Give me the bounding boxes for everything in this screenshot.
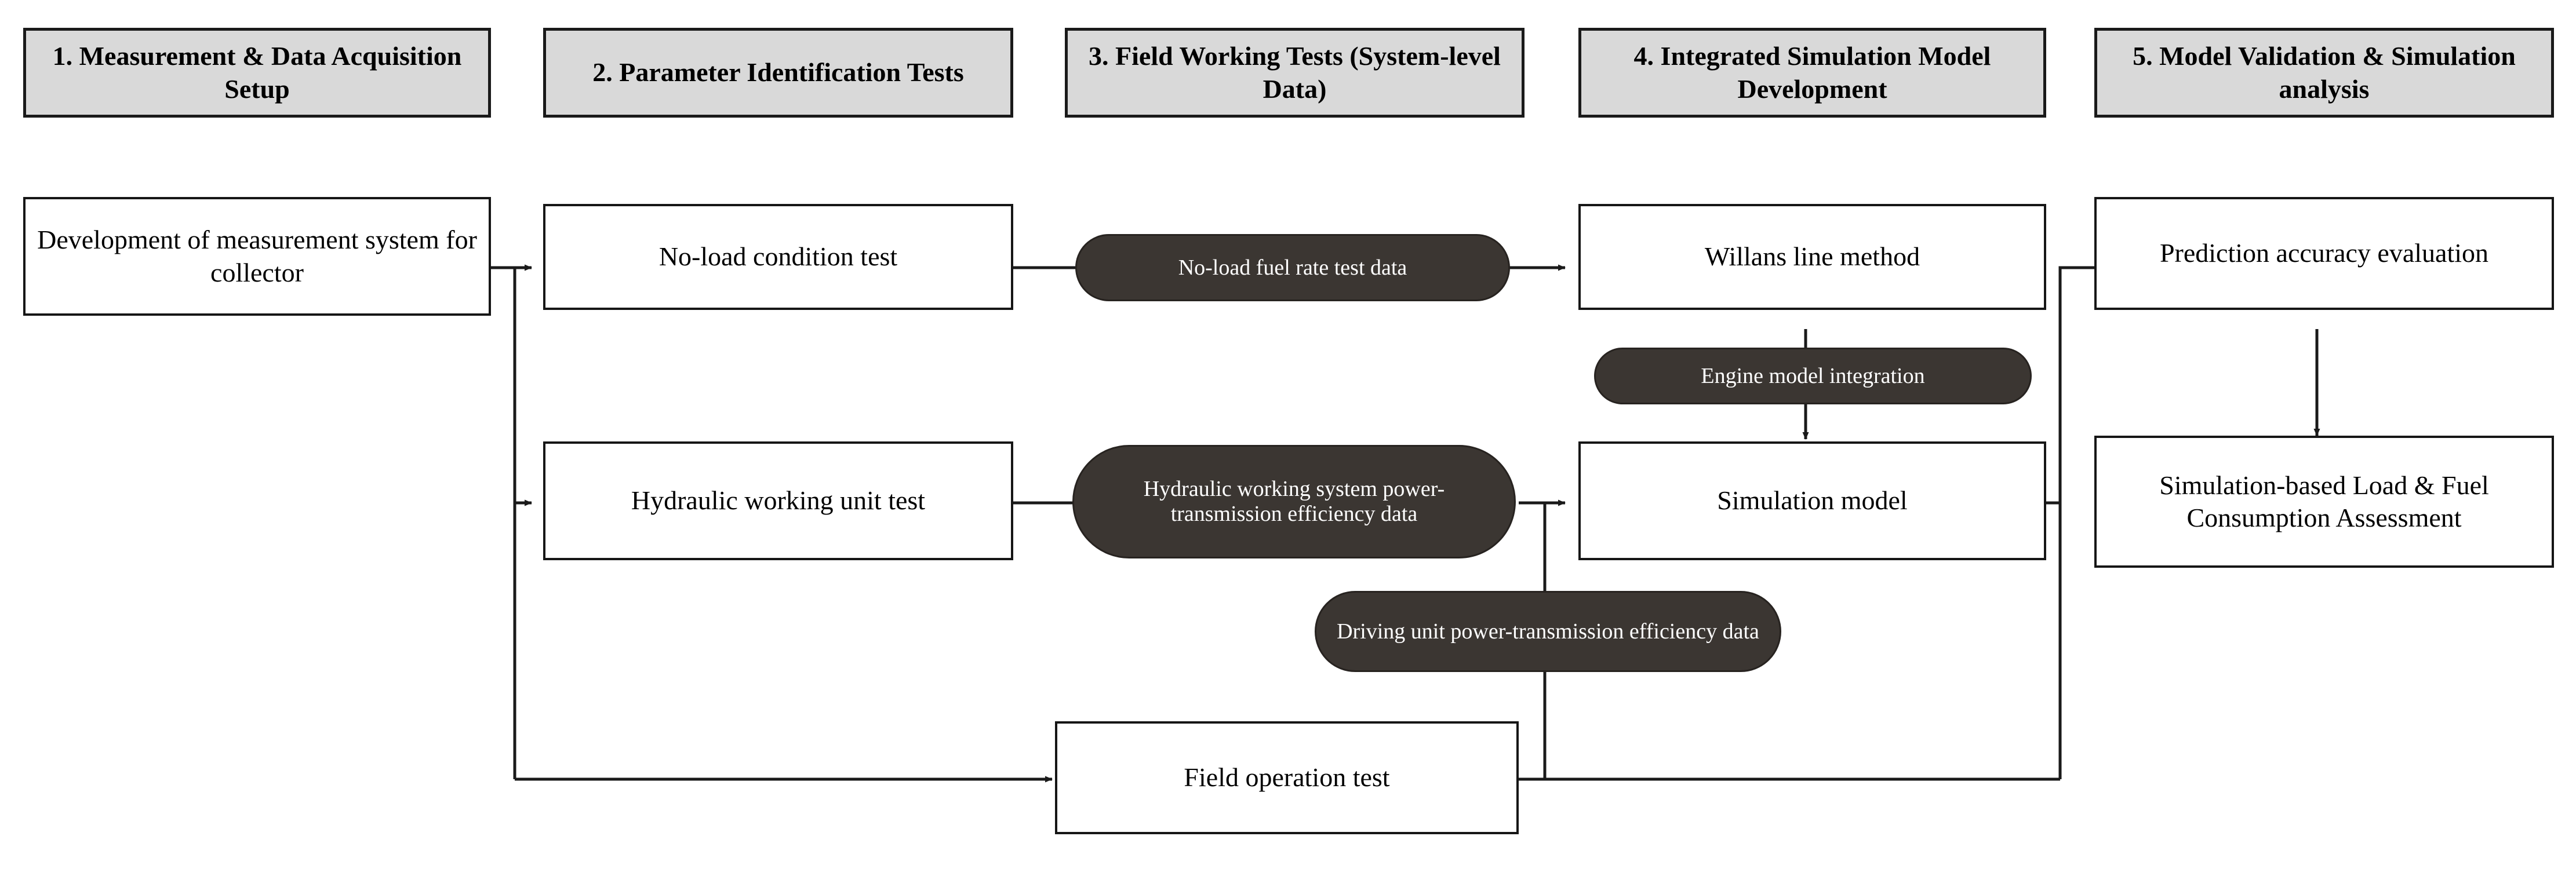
stage-header-1: 1. Measurement & Data Acquisition Setup (23, 28, 491, 118)
process-box-development-of-measurement-system-label: Development of measurement system for co… (37, 225, 477, 287)
data-pill-engine-model-integration-label: Engine model integration (1701, 363, 1925, 388)
data-pill-driving-unit-efficiency-data-label: Driving unit power-transmission efficien… (1337, 619, 1759, 644)
data-pill-engine-model-integration[interactable]: Engine model integration (1594, 348, 2032, 404)
process-box-development-of-measurement-system[interactable]: Development of measurement system for co… (23, 197, 491, 316)
stage-header-2-label: 2. Parameter Identification Tests (592, 57, 964, 87)
stage-header-3: 3. Field Working Tests (System-level Dat… (1065, 28, 1525, 118)
process-box-field-operation-test-label: Field operation test (1184, 762, 1390, 793)
process-box-simulation-based-assessment-label: Simulation-based Load & Fuel Consumption… (2159, 470, 2489, 532)
process-box-willans-line-method[interactable]: Willans line method (1578, 204, 2046, 310)
process-box-prediction-accuracy-evaluation-label: Prediction accuracy evaluation (2159, 238, 2489, 268)
data-pill-no-load-fuel-rate-test-data[interactable]: No-load fuel rate test data (1075, 234, 1510, 301)
process-box-simulation-based-assessment[interactable]: Simulation-based Load & Fuel Consumption… (2094, 436, 2554, 568)
process-box-hydraulic-working-unit-test[interactable]: Hydraulic working unit test (543, 441, 1013, 560)
process-box-hydraulic-working-unit-test-label: Hydraulic working unit test (631, 485, 926, 516)
stage-header-4: 4. Integrated Simulation Model Developme… (1578, 28, 2046, 118)
stage-header-5-label: 5. Model Validation & Simulation analysi… (2133, 41, 2516, 104)
stage-header-3-label: 3. Field Working Tests (System-level Dat… (1089, 41, 1501, 104)
data-pill-driving-unit-efficiency-data[interactable]: Driving unit power-transmission efficien… (1315, 591, 1781, 672)
stage-header-2: 2. Parameter Identification Tests (543, 28, 1013, 118)
data-pill-hydraulic-efficiency-data[interactable]: Hydraulic working system power-transmiss… (1072, 445, 1516, 558)
data-pill-hydraulic-efficiency-data-label: Hydraulic working system power-transmiss… (1143, 477, 1445, 526)
process-box-simulation-model-label: Simulation model (1717, 485, 1908, 516)
process-box-field-operation-test[interactable]: Field operation test (1055, 721, 1519, 834)
stage-header-4-label: 4. Integrated Simulation Model Developme… (1633, 41, 1991, 104)
process-box-willans-line-method-label: Willans line method (1704, 242, 1920, 272)
process-box-no-load-condition-test[interactable]: No-load condition test (543, 204, 1013, 310)
process-box-prediction-accuracy-evaluation[interactable]: Prediction accuracy evaluation (2094, 197, 2554, 310)
stage-header-1-label: 1. Measurement & Data Acquisition Setup (52, 41, 462, 104)
process-box-simulation-model[interactable]: Simulation model (1578, 441, 2046, 560)
stage-header-5: 5. Model Validation & Simulation analysi… (2094, 28, 2554, 118)
data-pill-no-load-fuel-rate-test-data-label: No-load fuel rate test data (1178, 255, 1407, 280)
process-box-no-load-condition-test-label: No-load condition test (658, 242, 898, 272)
